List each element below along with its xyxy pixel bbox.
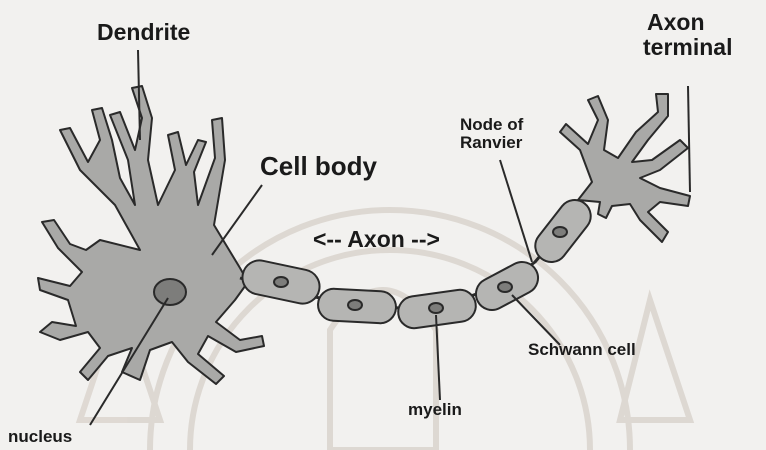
label-axon-terminal-line1: Axon xyxy=(643,10,732,35)
label-axon-terminal: Axon terminal xyxy=(643,10,732,60)
nucleus-shape xyxy=(154,279,186,305)
schwann-pointer xyxy=(512,295,560,345)
schwann-nucleus-1 xyxy=(274,277,288,287)
label-schwann-cell: Schwann cell xyxy=(528,341,636,359)
cell-body-and-dendrites xyxy=(38,86,264,384)
schwann-nucleus-3 xyxy=(429,303,443,313)
dendrite-pointer xyxy=(138,50,140,140)
label-node-line2: Ranvier xyxy=(460,134,523,152)
schwann-nucleus-5 xyxy=(553,227,567,237)
schwann-nucleus-2 xyxy=(348,300,362,310)
label-cell-body: Cell body xyxy=(260,152,377,180)
label-dendrite: Dendrite xyxy=(97,20,190,45)
label-node-of-ranvier: Node of Ranvier xyxy=(460,116,523,153)
soma xyxy=(38,86,264,384)
label-axon: <-- Axon --> xyxy=(313,227,440,252)
label-node-line1: Node of xyxy=(460,116,523,134)
axon-terminal-pointer xyxy=(688,86,690,192)
label-axon-terminal-line2: terminal xyxy=(643,35,732,60)
label-myelin: myelin xyxy=(408,401,462,419)
label-nucleus: nucleus xyxy=(8,428,72,446)
schwann-nucleus-4 xyxy=(498,282,512,292)
